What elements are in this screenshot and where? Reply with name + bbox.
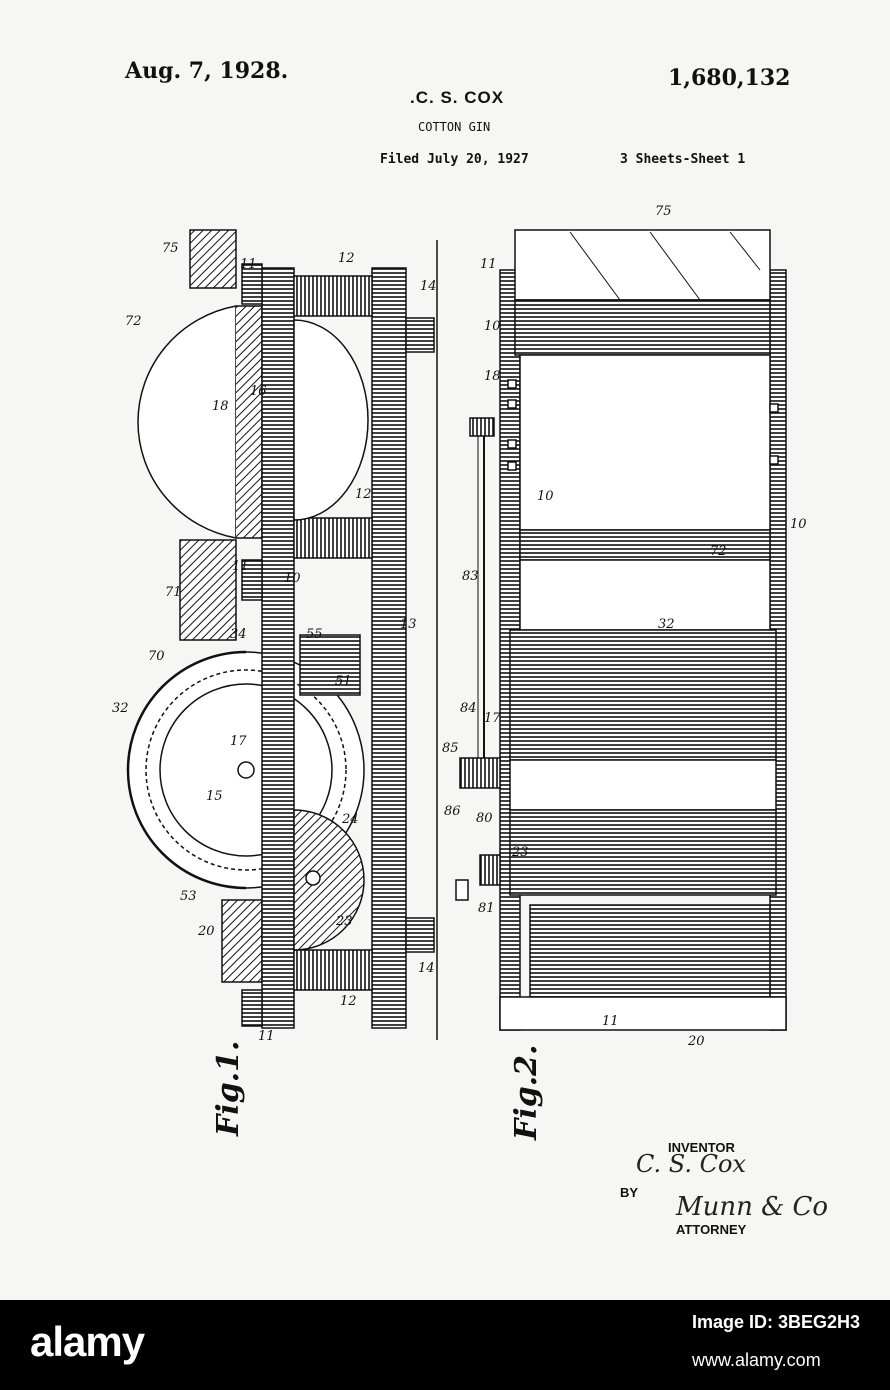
fig1-ref: 51 xyxy=(335,674,352,689)
fig1-ref: 16 xyxy=(250,384,267,399)
fig1-ref: 23 xyxy=(335,914,353,929)
watermark-image-id: Image ID: 3BEG2H3 xyxy=(692,1312,860,1333)
fig2-ref: 84 xyxy=(460,701,477,716)
patent-drawing: 75 11 12 14 72 16 18 12 11 71 10 55 13 7… xyxy=(0,0,890,1300)
fig1-ref: 24 xyxy=(341,812,359,827)
watermark-url: www.alamy.com xyxy=(692,1350,821,1371)
fig1-ref: 14 xyxy=(420,279,437,294)
fig1-ref: 17 xyxy=(230,734,247,749)
fig1-ref: 72 xyxy=(125,314,142,329)
fig2-ref: 10 xyxy=(484,319,501,334)
fig1-ref: 11 xyxy=(240,257,257,272)
fig1-ref: 10 xyxy=(284,571,301,586)
fig2-ref: 83 xyxy=(462,569,479,584)
inventor-signature: C. S. Cox xyxy=(636,1150,746,1178)
fig2-ref: 17 xyxy=(484,711,501,726)
fig2-ref: 10 xyxy=(790,517,807,532)
fig2-ref: 86 xyxy=(444,804,461,819)
fig2-ref: 80 xyxy=(476,811,493,826)
fig2-ref: 85 xyxy=(442,741,459,756)
by-label: BY xyxy=(620,1185,638,1200)
attorney-label: ATTORNEY xyxy=(676,1222,746,1237)
watermark-logo: alamy xyxy=(30,1318,144,1366)
fig1-ref: 71 xyxy=(165,585,182,600)
fig2-ref: 18 xyxy=(484,369,501,384)
fig2-ref: 32 xyxy=(658,617,675,632)
fig1-ref: 32 xyxy=(112,701,129,716)
fig2-label: Fig.2. xyxy=(509,1045,544,1141)
fig1-ref: 18 xyxy=(212,399,229,414)
fig2-drawing xyxy=(456,230,786,1030)
fig1-ref: 53 xyxy=(180,889,197,904)
fig1-ref: 15 xyxy=(206,789,223,804)
fig1-drawing xyxy=(128,230,437,1040)
fig1-ref: 12 xyxy=(355,487,372,502)
fig2-ref: 10 xyxy=(537,489,554,504)
fig1-ref: 11 xyxy=(232,559,249,574)
fig1-ref: 12 xyxy=(338,251,355,266)
fig2-ref: 11 xyxy=(602,1014,619,1029)
fig1-ref: 20 xyxy=(197,924,215,939)
fig2-ref: 20 xyxy=(687,1034,705,1049)
fig2-ref: 11 xyxy=(480,257,497,272)
attorney-signature: Munn & Co xyxy=(676,1192,828,1222)
fig1-ref: 12 xyxy=(340,994,357,1009)
fig2-ref: 81 xyxy=(478,901,495,916)
fig1-ref: 14 xyxy=(418,961,435,976)
fig1-ref: 11 xyxy=(258,1029,275,1044)
fig1-ref: 13 xyxy=(400,617,417,632)
fig1-ref: 70 xyxy=(148,649,165,664)
fig1-ref: 34 xyxy=(230,627,247,642)
fig1-ref: 75 xyxy=(162,241,179,256)
fig1-ref: 55 xyxy=(306,627,323,642)
fig2-ref: 23 xyxy=(511,845,529,860)
fig2-ref: 72 xyxy=(710,544,727,559)
fig2-ref: 75 xyxy=(655,204,672,219)
patent-sheet: Aug. 7, 1928. 1,680,132 .C. S. COX COTTO… xyxy=(0,0,890,1300)
fig1-label: Fig.1. xyxy=(211,1041,246,1137)
